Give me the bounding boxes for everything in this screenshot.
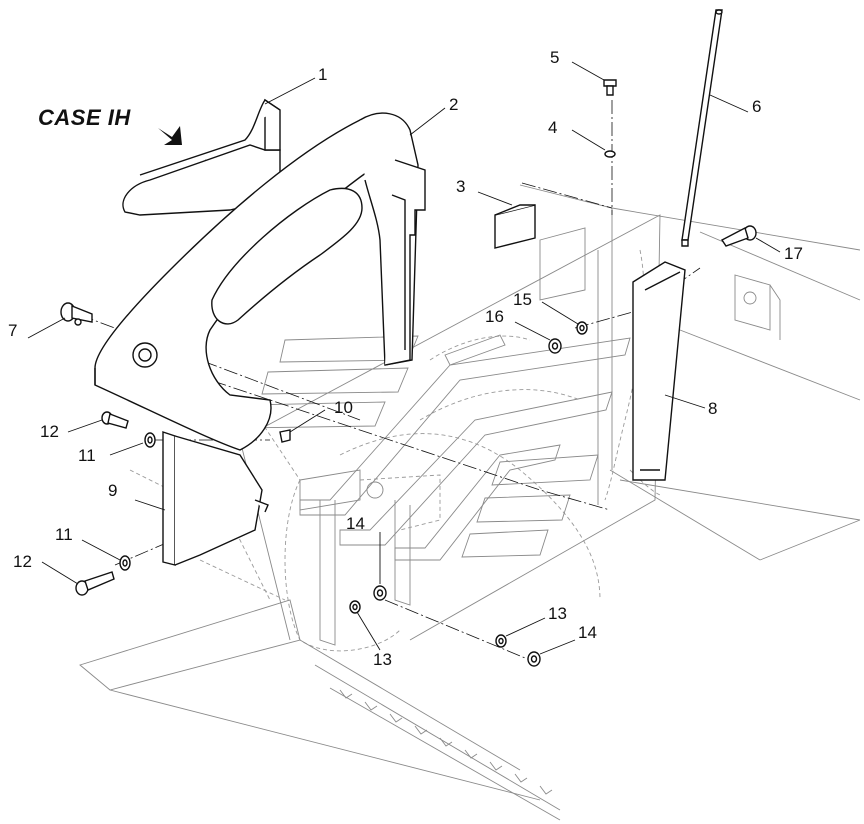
part-8-strip	[632, 261, 706, 481]
part-9-plate	[134, 431, 269, 566]
callout-10: 10	[334, 398, 353, 417]
part-2-shield	[94, 107, 446, 451]
part-6-rod	[681, 9, 749, 247]
part-11-washer-upper	[109, 432, 156, 456]
callout-4: 4	[548, 118, 557, 137]
callout-16: 16	[485, 307, 504, 326]
part-14-nut-b	[527, 639, 576, 667]
part-15-washer	[541, 301, 588, 335]
part-13-washer-a	[349, 600, 381, 651]
part-7-pin	[27, 302, 93, 339]
callout-7: 7	[8, 321, 17, 340]
callout-9: 9	[108, 481, 117, 500]
part-3-decal	[477, 191, 536, 249]
part-4-washer	[571, 129, 616, 158]
part-12-bolt-upper	[67, 411, 129, 433]
case-ih-logo: CASE IH	[38, 105, 182, 145]
callout-6: 6	[752, 97, 761, 116]
decal-outline	[243, 335, 631, 561]
callout-17: 17	[784, 244, 803, 263]
callout-14-a: 14	[346, 514, 365, 533]
callout-13-b: 13	[548, 604, 567, 623]
callout-8: 8	[708, 399, 717, 418]
callout-12-upper: 12	[40, 422, 59, 441]
callout-1: 1	[318, 65, 327, 84]
callout-13-a: 13	[373, 650, 392, 669]
arrow-icon	[158, 126, 182, 145]
callout-15: 15	[513, 290, 532, 309]
part-13-washer-b	[495, 617, 546, 648]
callout-11-lower: 11	[55, 525, 73, 544]
case-ih-logo-text: CASE IH	[38, 105, 131, 130]
part-5-bolt	[571, 61, 617, 96]
part-14-nut-a	[373, 532, 387, 601]
callout-12-lower: 12	[13, 552, 32, 571]
part-10-clip	[279, 409, 326, 443]
part-11-washer-lower	[81, 539, 131, 571]
part-16-nut	[514, 321, 562, 354]
callout-11-upper: 11	[78, 446, 96, 465]
callout-14-b: 14	[578, 623, 597, 642]
part-17-bolt	[720, 225, 781, 253]
callout-labels: 1 2 3 4 5 6 7 8 9 10 11 11 12 12 13 13 1…	[8, 48, 803, 669]
callout-5: 5	[550, 48, 559, 67]
callout-3: 3	[456, 177, 465, 196]
callout-2: 2	[449, 95, 458, 114]
part-12-bolt-lower	[41, 561, 115, 596]
